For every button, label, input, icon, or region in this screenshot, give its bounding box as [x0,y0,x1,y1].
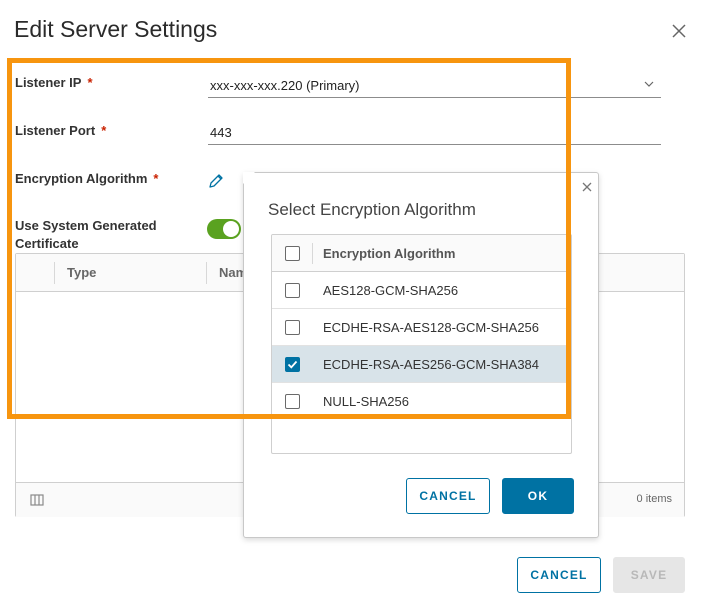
popup-cancel-button[interactable]: CANCEL [406,478,490,514]
system-cert-label: Use System Generated Certificate [15,217,157,253]
algorithm-row[interactable]: NULL-SHA256 [272,383,571,420]
column-separator [54,262,55,284]
algorithm-checkbox[interactable] [285,357,300,372]
required-marker: * [101,123,107,138]
algorithm-row[interactable]: AES128-GCM-SHA256 [272,272,571,309]
algorithm-label: ECDHE-RSA-AES128-GCM-SHA256 [323,320,540,335]
algorithm-label: AES128-GCM-SHA256 [323,283,459,298]
algorithm-row[interactable]: ECDHE-RSA-AES256-GCM-SHA384 [272,346,571,383]
algorithm-checkbox[interactable] [285,394,300,409]
column-header-type[interactable]: Type [67,265,97,280]
column-toggle-icon[interactable] [30,493,44,507]
listener-ip-label-text: Listener IP [15,75,82,90]
column-header-name[interactable]: Nam [219,265,248,280]
algorithm-label: NULL-SHA256 [323,394,409,409]
close-icon[interactable] [670,22,688,40]
algorithm-checkbox[interactable] [285,320,300,335]
system-cert-toggle[interactable] [207,219,241,239]
system-cert-label-line2: Certificate [15,236,79,251]
select-all-checkbox[interactable] [285,246,300,261]
listener-ip-label: Listener IP * [15,74,93,92]
pencil-icon[interactable] [207,172,225,190]
toggle-knob [223,221,239,237]
listener-port-input[interactable]: 443 [208,121,661,145]
dialog-title: Edit Server Settings [14,16,218,42]
item-count: 0 items [636,493,672,505]
system-cert-label-line1: Use System Generated [15,218,157,233]
algorithm-row[interactable]: ECDHE-RSA-AES128-GCM-SHA256 [272,309,571,346]
listener-port-label-text: Listener Port [15,123,96,138]
algorithm-column-header: Encryption Algorithm [323,246,456,261]
required-marker: * [153,171,159,186]
listener-ip-value: xxx-xxx-xxx.220 (Primary) [210,78,360,93]
algorithm-label: ECDHE-RSA-AES256-GCM-SHA384 [323,357,540,372]
listener-port-label: Listener Port * [15,122,106,140]
encryption-algorithm-label-text: Encryption Algorithm [15,171,148,186]
column-separator [312,243,313,264]
algorithm-table-header: Encryption Algorithm [272,235,571,272]
required-marker: * [87,75,93,90]
checkmark-icon [287,360,298,369]
encryption-algorithm-label: Encryption Algorithm * [15,170,158,188]
popover-pointer [243,172,255,184]
encryption-algorithm-popup: Select Encryption Algorithm Encryption A… [243,172,599,538]
popup-title: Select Encryption Algorithm [268,200,476,219]
chevron-down-icon [644,81,654,87]
save-button[interactable]: SAVE [613,557,685,593]
algorithm-table: Encryption Algorithm AES128-GCM-SHA256 E… [271,234,572,454]
column-separator [206,262,207,284]
popup-close-icon[interactable] [580,180,594,194]
listener-ip-select[interactable]: xxx-xxx-xxx.220 (Primary) [208,74,661,98]
listener-port-value: 443 [210,125,232,140]
popup-ok-button[interactable]: OK [502,478,574,514]
algorithm-checkbox[interactable] [285,283,300,298]
cancel-button[interactable]: CANCEL [517,557,601,593]
